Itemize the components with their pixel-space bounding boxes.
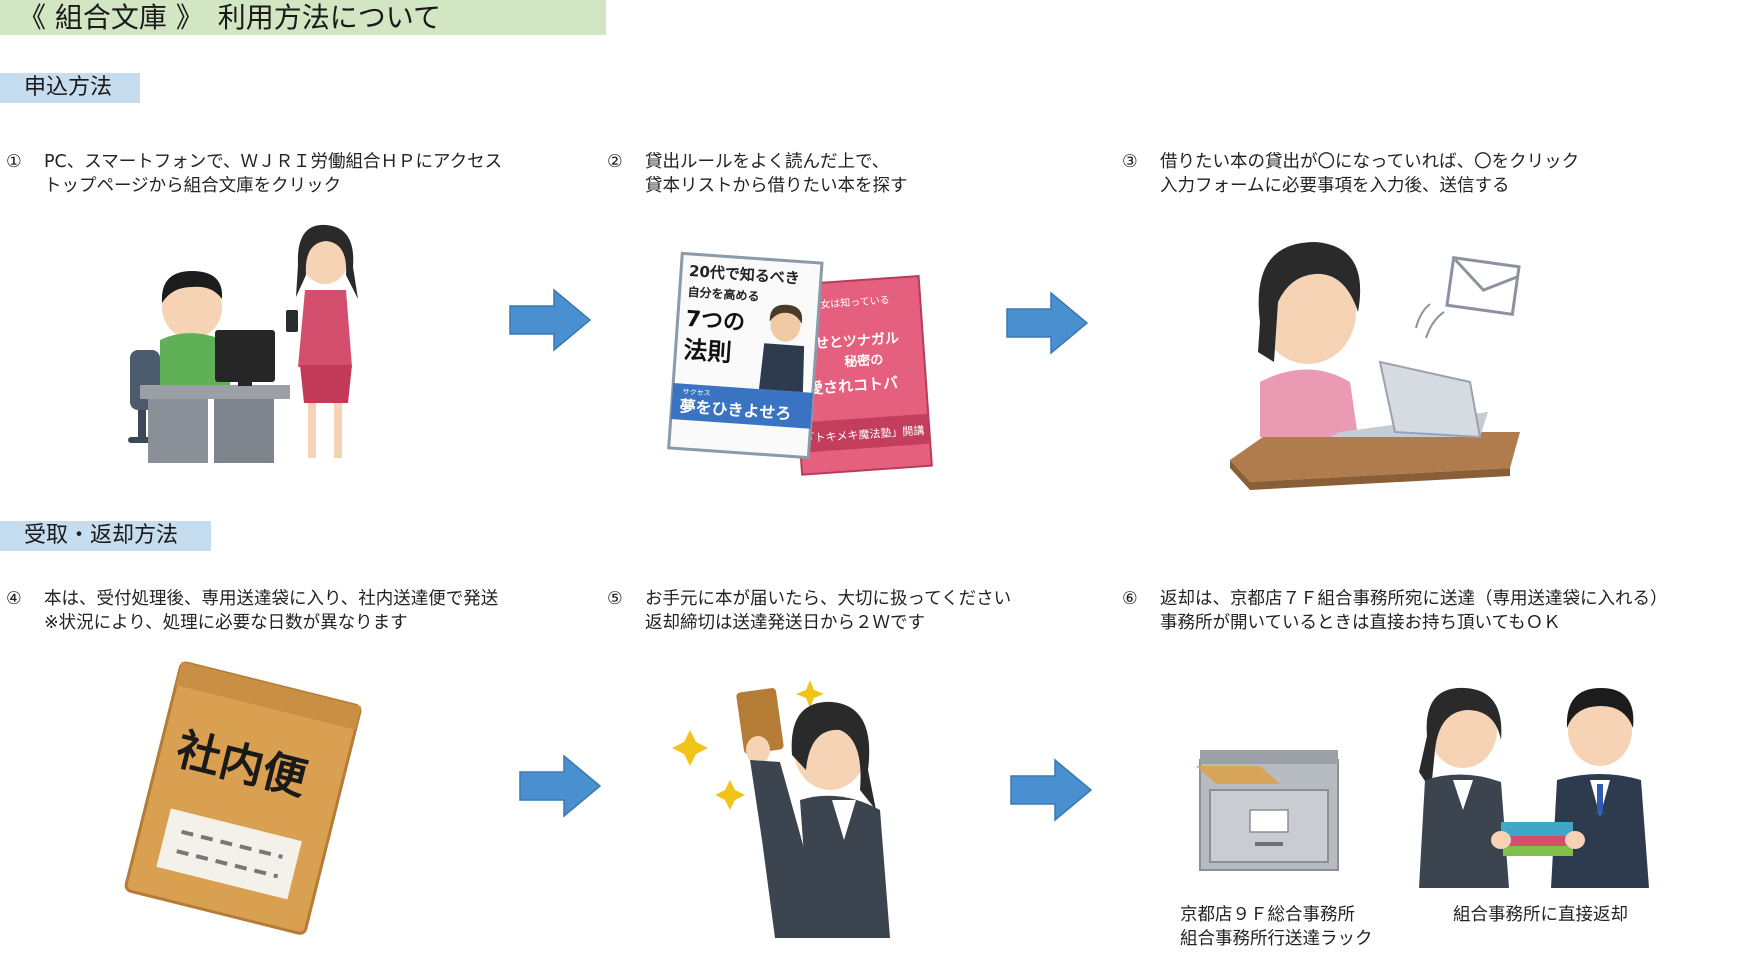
arrow-right-icon [519, 754, 602, 818]
step-line: 入力フォームに必要事項を入力後、送信する [1160, 176, 1510, 196]
rack-caption: 京都店９Ｆ総合事務所 組合事務所行送達ラック [1180, 903, 1373, 951]
arrow-right-icon [1006, 291, 1089, 355]
step-line: 貸本リストから借りたい本を探す [645, 176, 908, 196]
form-submit-illustration [1230, 242, 1521, 490]
book1-big2: 法則 [683, 336, 733, 367]
book2-line2: 秘密の [844, 352, 884, 371]
arrow-right-icon [1010, 758, 1093, 822]
step-1: ① PC、スマートフォンで、ＷＪＲＩ労働組合ＨＰにアクセス トップページから組合文… [6, 150, 502, 198]
direct-return-illustration [1419, 687, 1649, 888]
step-number: ② [607, 152, 623, 172]
step-line: 借りたい本の貸出が〇になっていれば、〇をクリック [1160, 152, 1580, 172]
step-number: ① [6, 152, 22, 172]
step-4: ④ 本は、受付処理後、専用送達袋に入り、社内送達便で発送 ※状況により、処理に必要… [6, 587, 498, 635]
step-line: 返却は、京都店７Ｆ組合事務所宛に送達（専用送達袋に入れる） [1160, 589, 1668, 609]
book1-big: 7つの [685, 307, 746, 336]
page-title: 《 組合文庫 》 利用方法について [0, 0, 606, 35]
direct-return-caption: 組合事務所に直接返却 [1453, 905, 1628, 925]
step-line: ※状況により、処理に必要な日数が異なります [44, 613, 408, 633]
step-line: 事務所が開いているときは直接お持ち頂いてもＯＫ [1160, 613, 1561, 633]
pc-user-illustration [128, 224, 358, 463]
step-number: ⑥ [1122, 589, 1138, 609]
rack-caption-line2: 組合事務所行送達ラック [1180, 929, 1373, 949]
step-number: ⑤ [607, 589, 623, 609]
step-line: 返却締切は送達発送日から２Ｗです [645, 613, 925, 633]
step-line: 本は、受付処理後、専用送達袋に入り、社内送達便で発送 [44, 589, 499, 609]
step-3: ③ 借りたい本の貸出が〇になっていれば、〇をクリック 入力フォームに必要事項を入力… [1122, 150, 1579, 198]
step-line: トップページから組合文庫をクリック [44, 176, 342, 196]
book2-line1: 幸せとツナガル [801, 330, 900, 354]
books-illustration: 賢い女は知っている 幸せとツナガル 秘密の 愛されコトバ 「トキメキ魔法塾」開講… [667, 251, 933, 476]
step-line: PC、スマートフォンで、ＷＪＲＩ労働組合ＨＰにアクセス [44, 152, 503, 172]
step-5: ⑤ お手元に本が届いたら、大切に扱ってください 返却締切は送達発送日から２Ｗです [607, 587, 1011, 635]
section-apply-header: 申込方法 [0, 73, 140, 103]
arrow-right-icon [509, 288, 592, 352]
step-line: お手元に本が届いたら、大切に扱ってください [645, 589, 1012, 609]
step-number: ④ [6, 589, 22, 609]
section-receive-header: 受取・返却方法 [0, 521, 211, 551]
book1-line2: 自分を高める [687, 284, 760, 304]
step-6: ⑥ 返却は、京都店７Ｆ組合事務所宛に送達（専用送達袋に入れる） 事務所が開いている… [1122, 587, 1668, 635]
mail-rack-illustration [1196, 750, 1339, 871]
book1-band-small: サクセス [682, 388, 710, 398]
step-number: ③ [1122, 152, 1138, 172]
step-line: 貸出ルールをよく読んだ上で、 [645, 152, 890, 172]
receive-book-illustration [672, 680, 890, 938]
step-2: ② 貸出ルールをよく読んだ上で、 貸本リストから借りたい本を探す [607, 150, 908, 198]
rack-caption-line1: 京都店９Ｆ総合事務所 [1180, 905, 1355, 925]
internal-mail-envelope-illustration: 社内便 [124, 661, 362, 935]
